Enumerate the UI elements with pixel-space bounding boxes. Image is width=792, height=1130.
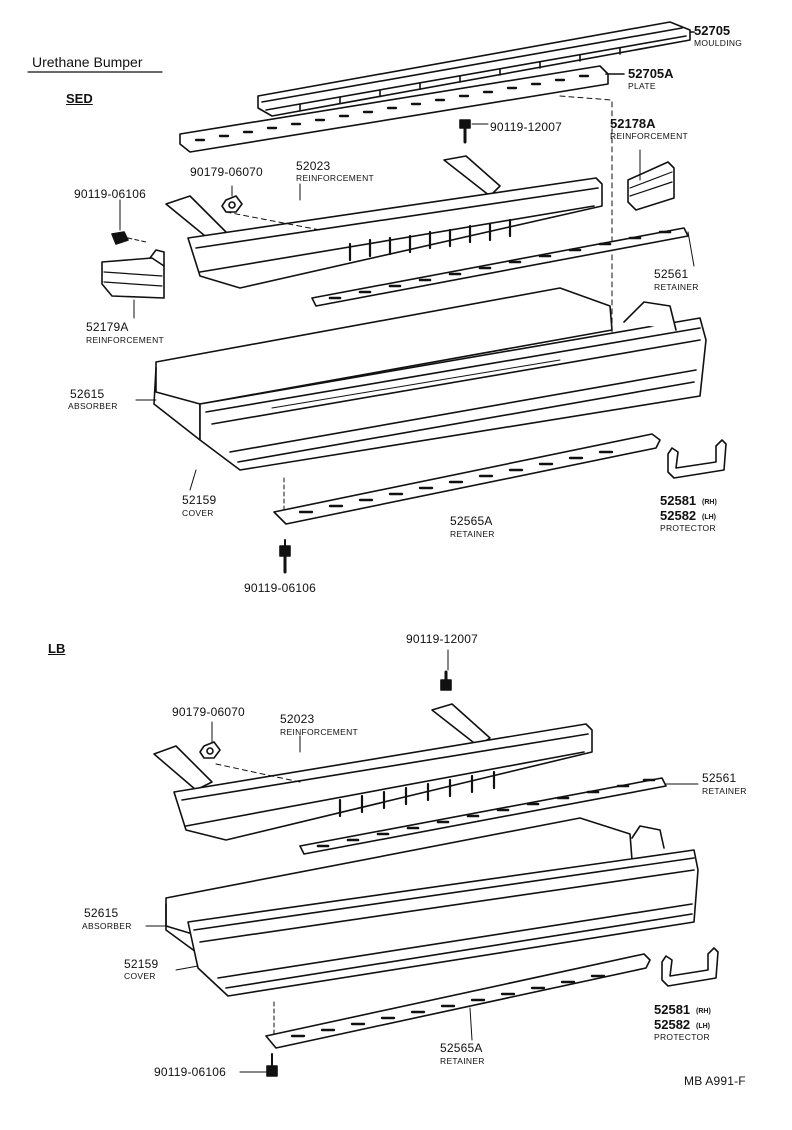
lb-bolt-bottom-part-number: 90119-06106 — [154, 1065, 227, 1079]
sed-protector-rh-tag: (RH) — [702, 499, 717, 506]
lb-protector — [661, 947, 719, 987]
sed-reinforcement-right-name: REINFORCEMENT — [610, 131, 689, 141]
figure-code: MB A991-F — [684, 1074, 746, 1088]
sed-bolt-top — [459, 119, 489, 144]
section-label-lb: LB — [48, 641, 66, 656]
sed-plate-part-number: 52705A — [628, 66, 674, 81]
lb-retainer-upper-name: RETAINER — [702, 786, 747, 796]
lb-retainer-lower-part-number: 52565A — [440, 1041, 483, 1055]
lb-bolt-bottom — [239, 1053, 278, 1077]
sed-bolt-left — [111, 199, 147, 245]
sed-protector-lh-tag: (LH) — [702, 514, 716, 521]
lb-nut-part-number: 90179-06070 — [172, 705, 245, 719]
sed-protector-rh-part-number: 52581 — [660, 493, 697, 508]
sed-plate-name: PLATE — [628, 81, 656, 91]
sed-cover-part-number: 52159 — [182, 493, 217, 507]
lb-retainer-lower — [265, 953, 651, 1049]
sed-bolt-top-part-number: 90119-12007 — [490, 120, 563, 134]
sed-retainer-lower-name: RETAINER — [450, 529, 495, 539]
sed-moulding-strip — [257, 21, 691, 117]
sed-reinforcement-main-part-number: 52023 — [296, 159, 331, 173]
sed-protector-lh-part-number: 52582 — [660, 508, 697, 523]
diagram-title: Urethane Bumper — [32, 54, 143, 70]
lb-nut — [199, 721, 221, 759]
sed-moulding-part-number: 52705 — [694, 23, 731, 38]
sed-retainer-upper — [311, 227, 695, 307]
lb-reinforcement-main-name: REINFORCEMENT — [280, 727, 359, 737]
sed-retainer-upper-part-number: 52561 — [654, 267, 689, 281]
lb-protector-name: PROTECTOR — [654, 1032, 710, 1042]
sed-reinforcement-left — [101, 249, 165, 319]
sed-retainer-lower-part-number: 52565A — [450, 514, 493, 528]
sed-nut — [221, 185, 243, 213]
lb-absorber-part-number: 52615 — [84, 906, 119, 920]
section-label-sed: SED — [66, 91, 93, 106]
sed-reinforcement-left-part-number: 52179A — [86, 320, 129, 334]
lb-reinforcement-main — [153, 703, 593, 841]
sed-absorber-part-number: 52615 — [70, 387, 105, 401]
sed-protector-name: PROTECTOR — [660, 523, 716, 533]
sed-retainer-lower — [273, 433, 661, 525]
sed-reinforcement-main-name: REINFORCEMENT — [296, 173, 375, 183]
lb-retainer-lower-name: RETAINER — [440, 1056, 485, 1066]
lb-bolt-top — [440, 649, 452, 691]
sed-bolt-bottom — [279, 539, 291, 574]
lb-cover-part-number: 52159 — [124, 957, 159, 971]
lb-protector-rh-tag: (RH) — [696, 1008, 711, 1015]
sed-moulding-name: MOULDING — [694, 38, 743, 48]
sed-protector — [667, 439, 727, 479]
lb-absorber-name: ABSORBER — [82, 921, 132, 931]
sed-reinforcement-main — [165, 155, 603, 289]
lb-cover-name: COVER — [124, 971, 156, 981]
sed-reinforcement-right-part-number: 52178A — [610, 116, 656, 131]
lb-bolt-top-part-number: 90119-12007 — [406, 632, 479, 646]
sed-bumper-absorber-cover — [135, 287, 707, 491]
lb-protector-lh-part-number: 52582 — [654, 1017, 691, 1032]
sed-reinforcement-left-name: REINFORCEMENT — [86, 335, 165, 345]
sed-bolt-left-part-number: 90119-06106 — [74, 187, 147, 201]
sed-retainer-upper-name: RETAINER — [654, 282, 699, 292]
lb-retainer-upper — [299, 777, 699, 855]
sed-reinforcement-right — [627, 149, 675, 211]
sed-cover-name: COVER — [182, 508, 214, 518]
sed-bolt-bottom-part-number: 90119-06106 — [244, 581, 317, 595]
lb-reinforcement-main-part-number: 52023 — [280, 712, 315, 726]
lb-protector-lh-tag: (LH) — [696, 1023, 710, 1030]
lb-bumper-absorber-cover — [145, 817, 699, 997]
sed-absorber-name: ABSORBER — [68, 401, 118, 411]
lb-protector-rh-part-number: 52581 — [654, 1002, 691, 1017]
sed-nut-part-number: 90179-06070 — [190, 165, 263, 179]
sed-plate — [179, 65, 609, 153]
lb-retainer-upper-part-number: 52561 — [702, 771, 737, 785]
